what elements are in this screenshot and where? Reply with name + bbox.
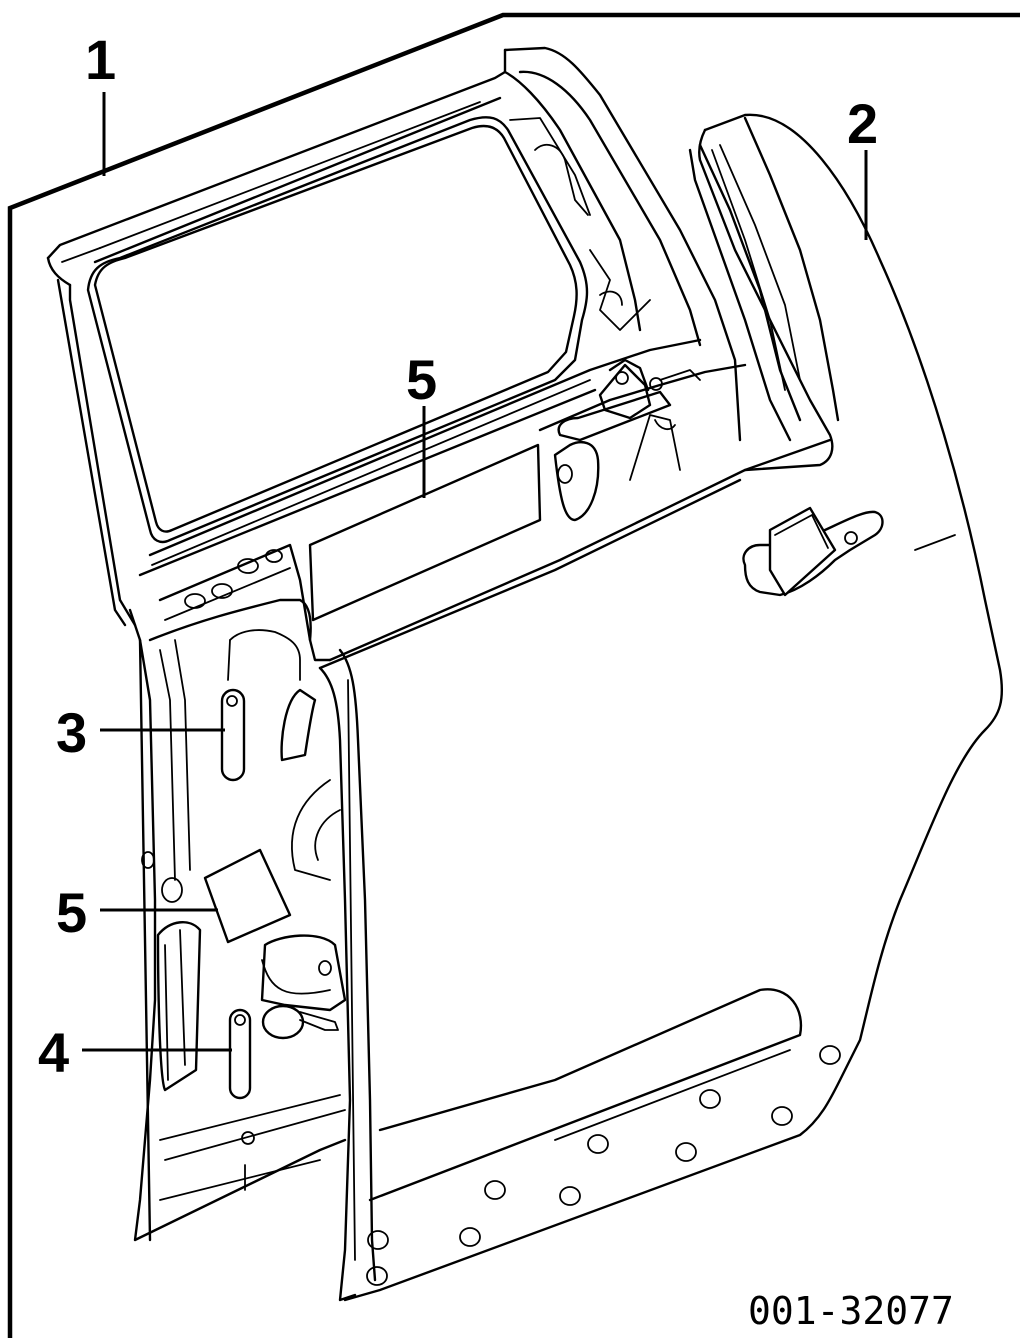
lower-insulator-pad [203,848,292,944]
door-frame-assembly [46,46,742,1242]
callout-1: 1 [85,28,116,91]
outside-handle [742,506,884,597]
reference-code: 001-32077 [748,1289,954,1333]
callout-4: 4 [38,1021,69,1084]
outer-door-skin [318,113,1004,1302]
callout-5-upper: 5 [406,348,437,411]
callout-5-lower: 5 [56,881,87,944]
callout-2: 2 [847,92,878,155]
upper-insulator-pad [308,443,542,622]
door-panel-frame-outline [7,12,1020,1338]
callout-3: 3 [56,701,87,764]
latch-mechanism [553,358,701,522]
